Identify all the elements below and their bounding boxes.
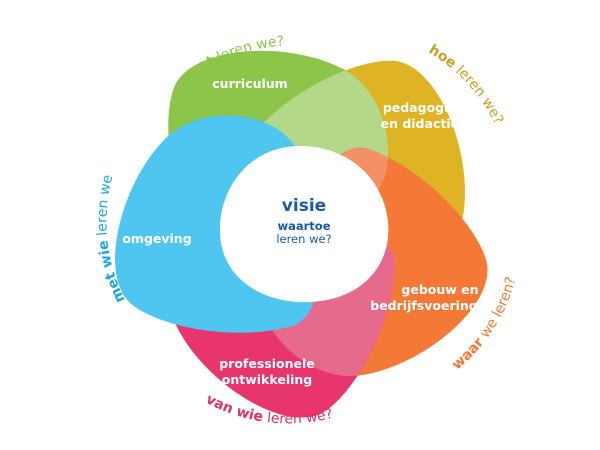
center-subtitle: leren we?: [276, 232, 331, 246]
question-met-wie: met wie leren we?: [0, 0, 129, 305]
center-title: visie: [282, 196, 326, 216]
center-subtitle-bold: waartoe: [277, 219, 330, 233]
petal-label-curriculum: curriculum: [212, 76, 287, 91]
petal-label-omgeving: omgeving: [122, 231, 191, 246]
center-white-area: [219, 146, 389, 303]
